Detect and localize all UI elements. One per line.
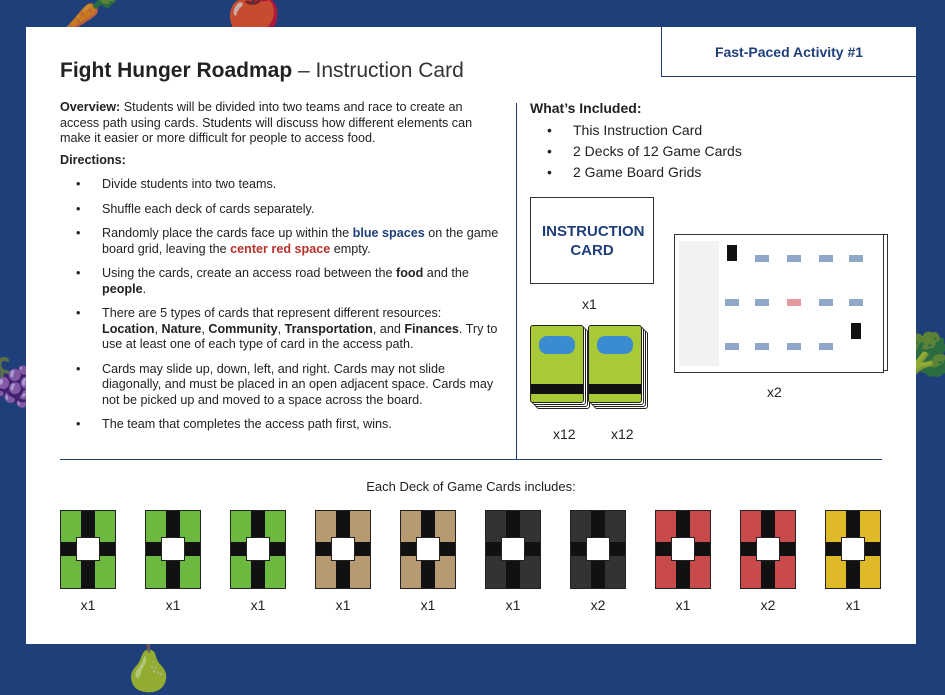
card-center-icon	[76, 537, 100, 561]
included-item: 2 Game Board Grids	[530, 162, 742, 183]
game-card-qty: x1	[505, 597, 521, 613]
card-center-icon	[416, 537, 440, 561]
deck-qty: x12	[611, 426, 634, 442]
horizontal-divider	[60, 459, 882, 460]
vertical-divider	[516, 103, 517, 460]
deck-contents-heading: Each Deck of Game Cards includes:	[366, 479, 576, 494]
included-item: This Instruction Card	[530, 120, 742, 141]
card-center-icon	[841, 537, 865, 561]
game-card-nature	[230, 510, 286, 589]
deck-cover	[588, 325, 642, 403]
game-card-qty: x1	[250, 597, 266, 613]
board-food-card	[727, 245, 737, 261]
game-card-location	[400, 510, 456, 589]
direction-item: Cards may slide up, down, left, and righ…	[60, 362, 500, 409]
board-qty: x2	[767, 384, 782, 400]
title-rest: – Instruction Card	[298, 59, 464, 82]
game-card-transportation	[740, 510, 796, 589]
activity-tab: Fast-Paced Activity #1	[661, 27, 916, 77]
page-title: Fight Hunger Roadmap – Instruction Card	[60, 59, 464, 83]
game-card-qty: x1	[675, 597, 691, 613]
direction-item: There are 5 types of cards that represen…	[60, 306, 500, 353]
card-center-icon	[331, 537, 355, 561]
overview-text: Students will be divided into two teams …	[60, 100, 473, 145]
card-center-icon	[671, 537, 695, 561]
game-card-community	[570, 510, 626, 589]
card-center-icon	[246, 537, 270, 561]
game-card-qty: x1	[165, 597, 181, 613]
card-center-icon	[586, 537, 610, 561]
instruction-card-qty: x1	[582, 296, 597, 312]
board-people-card	[851, 323, 861, 339]
game-card-finances	[825, 510, 881, 589]
title-bold: Fight Hunger Roadmap	[60, 59, 293, 82]
direction-item: Shuffle each deck of cards separately.	[60, 202, 500, 218]
included-list: This Instruction Card 2 Decks of 12 Game…	[530, 120, 742, 183]
instruction-card: Fast-Paced Activity #1 Fight Hunger Road…	[26, 27, 916, 644]
left-column: Overview: Students will be divided into …	[60, 100, 500, 442]
direction-item: The team that completes the access path …	[60, 417, 500, 433]
card-center-icon	[501, 537, 525, 561]
overview-paragraph: Overview: Students will be divided into …	[60, 100, 500, 147]
game-card-nature	[60, 510, 116, 589]
game-card-deck	[530, 325, 590, 409]
deck-cover	[530, 325, 584, 403]
game-card-qty: x1	[845, 597, 861, 613]
game-card-nature	[145, 510, 201, 589]
game-card-deck	[588, 325, 648, 409]
instruction-card-thumbnail: INSTRUCTION CARD	[530, 197, 654, 284]
included-item: 2 Decks of 12 Game Cards	[530, 141, 742, 162]
direction-item: Using the cards, create an access road b…	[60, 266, 500, 297]
board-sidebar	[679, 241, 719, 366]
game-card-qty: x1	[335, 597, 351, 613]
direction-item: Randomly place the cards face up within …	[60, 226, 500, 257]
card-center-icon	[161, 537, 185, 561]
game-card-community	[485, 510, 541, 589]
directions-list: Divide students into two teams. Shuffle …	[60, 177, 500, 433]
game-card-transportation	[655, 510, 711, 589]
direction-item: Divide students into two teams.	[60, 177, 500, 193]
game-card-qty: x2	[590, 597, 606, 613]
game-board-grid	[674, 234, 888, 373]
fight-hunger-logo	[539, 336, 575, 354]
deck-qty: x12	[553, 426, 576, 442]
directions-label: Directions:	[60, 152, 126, 167]
card-center-icon	[756, 537, 780, 561]
overview-label: Overview:	[60, 100, 121, 114]
game-card-qty: x1	[420, 597, 436, 613]
game-card-location	[315, 510, 371, 589]
game-card-qty: x2	[760, 597, 776, 613]
included-heading: What’s Included:	[530, 100, 642, 116]
background-pear-icon: 🍐	[120, 640, 178, 694]
fight-hunger-logo	[597, 336, 633, 354]
game-card-qty: x1	[80, 597, 96, 613]
